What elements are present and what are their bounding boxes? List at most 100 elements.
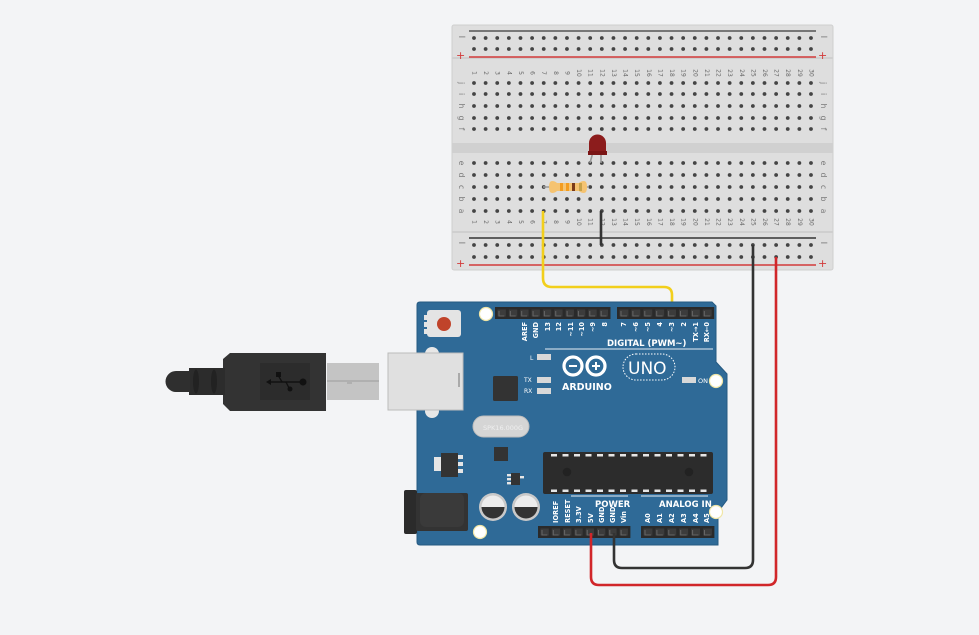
rail-hole[interactable] [774, 36, 779, 40]
header-pin[interactable] [703, 528, 712, 536]
breadboard-hole[interactable] [530, 81, 534, 85]
breadboard-hole[interactable] [541, 161, 546, 165]
led[interactable] [588, 134, 607, 164]
breadboard-hole[interactable] [483, 173, 488, 177]
rail-hole[interactable] [495, 47, 500, 51]
rail-hole[interactable] [692, 243, 697, 247]
rail-hole[interactable] [634, 36, 639, 40]
reset-button[interactable] [424, 310, 461, 337]
breadboard-hole[interactable] [809, 161, 813, 165]
breadboard-hole[interactable] [669, 81, 674, 85]
rail-hole[interactable] [588, 243, 593, 247]
breadboard-hole[interactable] [658, 173, 662, 177]
breadboard-hole[interactable] [797, 173, 802, 177]
header-pin[interactable] [667, 309, 676, 317]
breadboard-hole[interactable] [774, 197, 779, 201]
breadboard-hole[interactable] [762, 92, 767, 96]
breadboard-hole[interactable] [739, 161, 744, 165]
rail-hole[interactable] [553, 36, 558, 40]
breadboard-hole[interactable] [681, 81, 686, 85]
breadboard-hole[interactable] [658, 161, 662, 165]
rail-hole[interactable] [646, 36, 651, 40]
breadboard-hole[interactable] [634, 173, 639, 177]
rail-hole[interactable] [588, 255, 593, 259]
rail-hole[interactable] [681, 36, 686, 40]
breadboard-hole[interactable] [588, 81, 593, 85]
rail-hole[interactable] [518, 47, 523, 51]
rail-hole[interactable] [646, 47, 651, 51]
breadboard-hole[interactable] [785, 116, 790, 120]
breadboard-hole[interactable] [518, 185, 523, 189]
analog-header[interactable] [641, 526, 715, 538]
breadboard-hole[interactable] [599, 127, 604, 131]
breadboard-hole[interactable] [774, 161, 779, 165]
rail-hole[interactable] [704, 243, 709, 247]
breadboard-hole[interactable] [541, 81, 546, 85]
breadboard-hole[interactable] [681, 92, 686, 96]
breadboard-hole[interactable] [727, 81, 732, 85]
breadboard-hole[interactable] [553, 209, 558, 213]
breadboard-hole[interactable] [518, 161, 523, 165]
breadboard-hole[interactable] [565, 116, 569, 120]
breadboard-hole[interactable] [611, 104, 616, 108]
rail-hole[interactable] [785, 255, 790, 259]
breadboard-hole[interactable] [809, 185, 813, 189]
breadboard-hole[interactable] [483, 161, 488, 165]
breadboard-hole[interactable] [483, 116, 488, 120]
rail-hole[interactable] [576, 243, 581, 247]
breadboard-hole[interactable] [692, 104, 697, 108]
breadboard-hole[interactable] [739, 173, 744, 177]
rail-hole[interactable] [623, 255, 627, 259]
breadboard-hole[interactable] [530, 116, 534, 120]
breadboard-hole[interactable] [588, 209, 593, 213]
breadboard-hole[interactable] [553, 127, 558, 131]
rail-hole[interactable] [495, 255, 500, 259]
rail-hole[interactable] [716, 47, 720, 51]
breadboard-hole[interactable] [669, 209, 674, 213]
breadboard-hole[interactable] [785, 104, 790, 108]
breadboard-hole[interactable] [785, 197, 790, 201]
breadboard-hole[interactable] [716, 161, 720, 165]
breadboard-hole[interactable] [669, 161, 674, 165]
breadboard-hole[interactable] [565, 173, 569, 177]
breadboard-hole[interactable] [797, 209, 802, 213]
breadboard-hole[interactable] [727, 173, 732, 177]
breadboard-hole[interactable] [472, 185, 476, 189]
breadboard-hole[interactable] [495, 92, 500, 96]
breadboard-hole[interactable] [599, 92, 604, 96]
breadboard-hole[interactable] [727, 104, 732, 108]
breadboard-hole[interactable] [704, 161, 709, 165]
breadboard-hole[interactable] [750, 116, 755, 120]
breadboard-hole[interactable] [692, 173, 697, 177]
rail-hole[interactable] [785, 243, 790, 247]
breadboard-hole[interactable] [716, 127, 720, 131]
breadboard-hole[interactable] [565, 92, 569, 96]
red-5v-wire[interactable] [589, 257, 778, 587]
rail-hole[interactable] [518, 36, 523, 40]
breadboard-hole[interactable] [646, 92, 651, 96]
breadboard-hole[interactable] [692, 127, 697, 131]
breadboard-hole[interactable] [750, 127, 755, 131]
breadboard-hole[interactable] [762, 185, 767, 189]
breadboard-hole[interactable] [576, 209, 581, 213]
breadboard-hole[interactable] [472, 161, 476, 165]
breadboard-hole[interactable] [669, 92, 674, 96]
breadboard-hole[interactable] [506, 197, 511, 201]
rail-hole[interactable] [739, 255, 744, 259]
rail-hole[interactable] [692, 255, 697, 259]
rail-hole[interactable] [634, 47, 639, 51]
rail-hole[interactable] [669, 36, 674, 40]
breadboard-hole[interactable] [611, 81, 616, 85]
breadboard-hole[interactable] [692, 116, 697, 120]
breadboard-hole[interactable] [576, 104, 581, 108]
breadboard-hole[interactable] [762, 127, 767, 131]
header-pin[interactable] [619, 309, 629, 317]
breadboard-hole[interactable] [623, 209, 627, 213]
rail-hole[interactable] [634, 255, 639, 259]
breadboard-hole[interactable] [472, 104, 476, 108]
breadboard-hole[interactable] [599, 185, 604, 189]
breadboard-hole[interactable] [681, 209, 686, 213]
rail-hole[interactable] [797, 255, 802, 259]
